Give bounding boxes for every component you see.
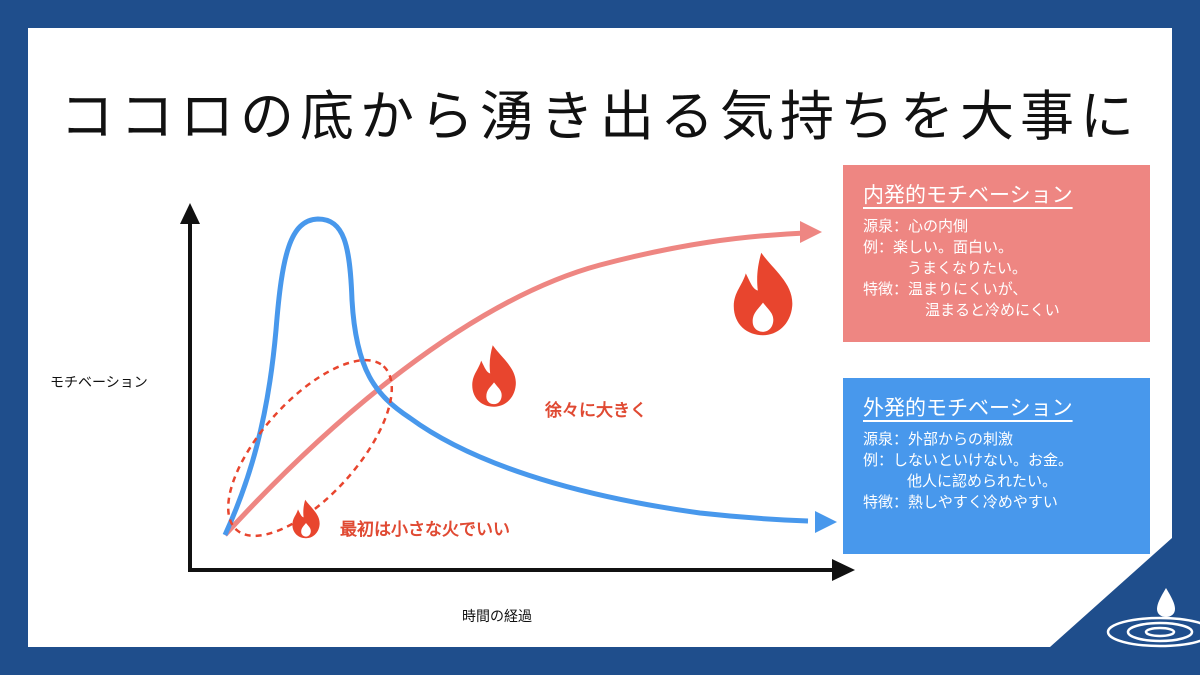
x-axis-arrow-icon	[832, 559, 855, 581]
slide-title: ココロの底から湧き出る気持ちを大事に	[60, 85, 1140, 148]
water-ripple-icon	[1106, 616, 1200, 648]
y-axis-label: モチベーション	[50, 375, 148, 391]
intrinsic-trait-cont: 温まると冷めにくい	[925, 301, 1060, 319]
intrinsic-example: 例：楽しい。面白い。	[863, 238, 1014, 256]
extrinsic-curve	[222, 216, 809, 537]
intrinsic-arrow-icon	[800, 221, 822, 243]
extrinsic-example: 例：しないといけない。お金。	[863, 451, 1074, 469]
extrinsic-motivation-box: 外発的モチベーション 源泉：外部からの刺激 例：しないといけない。お金。 他人に…	[843, 378, 1150, 554]
intrinsic-curve	[223, 230, 806, 537]
x-axis-label: 時間の経過	[462, 609, 532, 625]
start-highlight-ellipse	[226, 358, 394, 538]
intrinsic-trait: 特徴：温まりにくいが、	[863, 280, 1028, 298]
intrinsic-example-cont: うまくなりたい。	[907, 259, 1028, 277]
grow-annotation: 徐々に大きく	[545, 401, 647, 421]
start-annotation: 最初は小さな火でいい	[340, 520, 510, 540]
water-drop-icon	[1157, 588, 1175, 617]
y-axis-arrow-icon	[180, 203, 200, 224]
intrinsic-heading: 内発的モチベーション	[863, 183, 1073, 207]
flame-icon	[733, 252, 793, 336]
extrinsic-trait: 特徴：熱しやすく冷めやすい	[863, 493, 1058, 511]
intrinsic-source: 源泉：心の内側	[863, 217, 969, 235]
extrinsic-source: 源泉：外部からの刺激	[863, 430, 1014, 448]
flame-icon	[472, 345, 516, 407]
extrinsic-arrow-icon	[815, 511, 837, 533]
flame-icon	[292, 499, 320, 539]
extrinsic-heading: 外発的モチベーション	[863, 396, 1073, 420]
extrinsic-example-cont: 他人に認められたい。	[907, 472, 1058, 490]
intrinsic-motivation-box: 内発的モチベーション 源泉：心の内側 例：楽しい。面白い。 うまくなりたい。 特…	[843, 165, 1150, 342]
